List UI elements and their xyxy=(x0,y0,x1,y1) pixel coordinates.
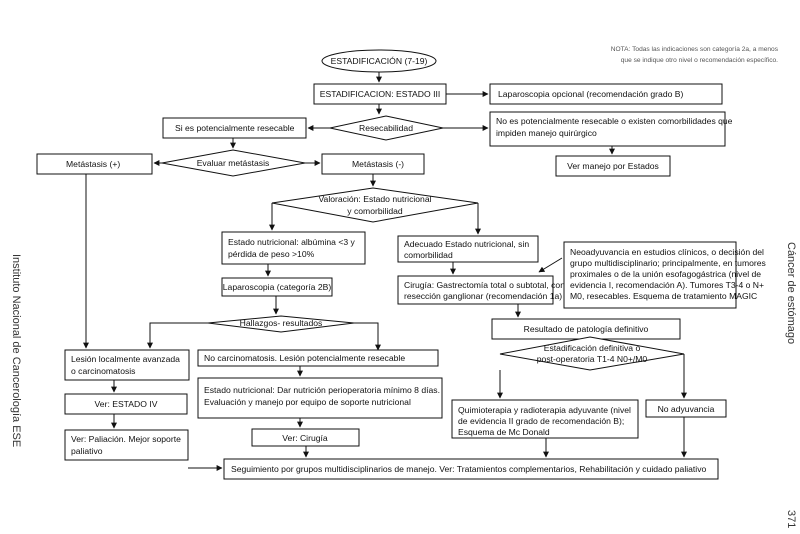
node-label: No es potencialmente resecable o existen… xyxy=(496,116,733,126)
node-label: Hallazgos- resultados xyxy=(240,318,323,328)
node-ver-manejo-estados: Ver manejo por Estados xyxy=(555,155,671,177)
node-label: proximales o de la unión esofagogástrica… xyxy=(570,269,761,279)
node-label: Lesión localmente avanzada xyxy=(71,354,180,364)
decision-valoracion: Valoración: Estado nutricional y comorbi… xyxy=(271,187,479,223)
node-label: Laparoscopia (categoría 2B) xyxy=(223,282,332,292)
decision-hallazgos: Hallazgos- resultados xyxy=(207,315,355,333)
node-label: Ver: Paliación. Mejor soporte xyxy=(71,434,181,444)
node-metastasis-positiva: Metástasis (+) xyxy=(36,153,153,175)
node-lesion-avanzada: Lesión localmente avanzada o carcinomato… xyxy=(64,349,190,381)
node-estado-nutricional-adecuado: Adecuado Estado nutricional, sin comorbi… xyxy=(397,235,539,263)
node-laparoscopia-opcional: Laparoscopia opcional (recomendación gra… xyxy=(489,83,723,105)
edges xyxy=(83,72,687,471)
node-patologia-definitivo: Resultado de patología definitivo xyxy=(491,318,681,340)
node-label: Metástasis (+) xyxy=(66,159,120,169)
node-neoadyuvancia: Neoadyuvancia en estudios clínicos, o de… xyxy=(563,241,766,309)
node-label: Esquema de Mc Donald xyxy=(458,427,550,437)
node-potencialmente-resecable: Si es potencialmente resecable xyxy=(162,117,307,139)
note-line-1: NOTA: Todas las indicaciones son categor… xyxy=(611,46,779,53)
node-laparoscopia-2b: Laparoscopia (categoría 2B) xyxy=(221,277,333,297)
node-label: ESTADIFICACION: ESTADO III xyxy=(320,89,440,99)
node-estadificacion-start: ESTADIFICACIÓN (7-19) xyxy=(321,49,437,73)
node-label: Ver manejo por Estados xyxy=(567,161,659,171)
node-label: Cirugía: Gastrectomía total o subtotal, … xyxy=(404,280,565,290)
node-label: evidencia I, recomendación A). Tumores T… xyxy=(570,280,764,290)
node-label: Seguimiento por grupos multidisciplinari… xyxy=(231,464,707,474)
side-label-right: Cáncer de estómago xyxy=(785,242,797,344)
side-label-left: Instituto Nacional de Cancerología ESE xyxy=(10,254,22,447)
node-label: ESTADIFICACIÓN (7-19) xyxy=(331,56,428,66)
node-estado-iii: ESTADIFICACION: ESTADO III xyxy=(313,83,447,105)
decision-estadificacion-definitiva: Estadificación definitiva o post-operato… xyxy=(499,336,685,371)
node-label: o carcinomatosis xyxy=(71,366,135,376)
node-no-carcinomatosis: No carcinomatosis. Lesión potencialmente… xyxy=(197,349,439,367)
node-label: paliativo xyxy=(71,446,103,456)
node-label: de evidencia II grado de recomendación B… xyxy=(458,416,624,426)
node-label: Laparoscopia opcional (recomendación gra… xyxy=(498,89,683,99)
note-line-2: que se indique otro nivel o recomendació… xyxy=(621,57,778,64)
node-label: resección ganglionar (recomendación 1a) xyxy=(404,291,562,301)
node-ver-cirugia: Ver: Cirugía xyxy=(251,428,360,447)
node-label: M0, resecables. Esquema de tratamiento M… xyxy=(570,291,757,301)
node-label: Si es potencialmente resecable xyxy=(175,123,295,133)
node-quimio-radioterapia: Quimioterapia y radioterapia adyuvante (… xyxy=(451,399,639,439)
node-label: No adyuvancia xyxy=(658,404,715,414)
node-seguimiento: Seguimiento por grupos multidisciplinari… xyxy=(223,458,719,480)
node-label: Resecabilidad xyxy=(359,123,413,133)
node-label: grupo multidisciplinario; principalmente… xyxy=(570,258,766,268)
node-label: Neoadyuvancia en estudios clínicos, o de… xyxy=(570,247,764,257)
node-label: y comorbilidad xyxy=(347,206,403,216)
decision-evaluar-metastasis: Evaluar metástasis xyxy=(161,149,306,177)
node-label: Ver: Cirugía xyxy=(282,433,328,443)
node-estado-nutricional-perioperatorio: Estado nutricional: Dar nutrición periop… xyxy=(197,377,443,419)
node-label: impiden manejo quirúrgico xyxy=(496,128,597,138)
node-label: pérdida de peso >10% xyxy=(228,249,315,259)
node-label: Estado nutricional: albúmina <3 y xyxy=(228,237,356,247)
node-cirugia-gastrectomia: Cirugía: Gastrectomía total o subtotal, … xyxy=(397,275,565,305)
node-no-adyuvancia: No adyuvancia xyxy=(645,399,727,418)
node-label: Ver: ESTADO IV xyxy=(95,399,158,409)
page-number: 371 xyxy=(785,510,797,528)
node-ver-estado-iv: Ver: ESTADO IV xyxy=(64,393,188,415)
node-label: Valoración: Estado nutricional xyxy=(318,194,431,204)
node-label: Evaluación y manejo por equipo de soport… xyxy=(204,397,411,407)
node-label: Quimioterapia y radioterapia adyuvante (… xyxy=(458,405,631,415)
node-metastasis-negativa: Metástasis (-) xyxy=(321,153,425,175)
node-label: Metástasis (-) xyxy=(352,159,404,169)
node-no-resecable: No es potencialmente resecable o existen… xyxy=(489,111,733,147)
node-label: Estado nutricional: Dar nutrición periop… xyxy=(204,385,440,395)
node-label: No carcinomatosis. Lesión potencialmente… xyxy=(204,353,405,363)
node-ver-paliacion: Ver: Paliación. Mejor soporte paliativo xyxy=(64,429,189,461)
node-label: comorbilidad xyxy=(404,250,453,260)
node-label: Resultado de patología definitivo xyxy=(524,324,649,334)
node-label: Evaluar metástasis xyxy=(197,158,270,168)
node-label: Adecuado Estado nutricional, sin xyxy=(404,239,529,249)
node-label: Estadificación definitiva o xyxy=(544,343,641,353)
node-estado-nutricional-bajo: Estado nutricional: albúmina <3 y pérdid… xyxy=(221,231,366,265)
node-label: post-operatoria T1-4 N0+/M0 xyxy=(537,354,648,364)
decision-resecabilidad: Resecabilidad xyxy=(329,115,444,141)
